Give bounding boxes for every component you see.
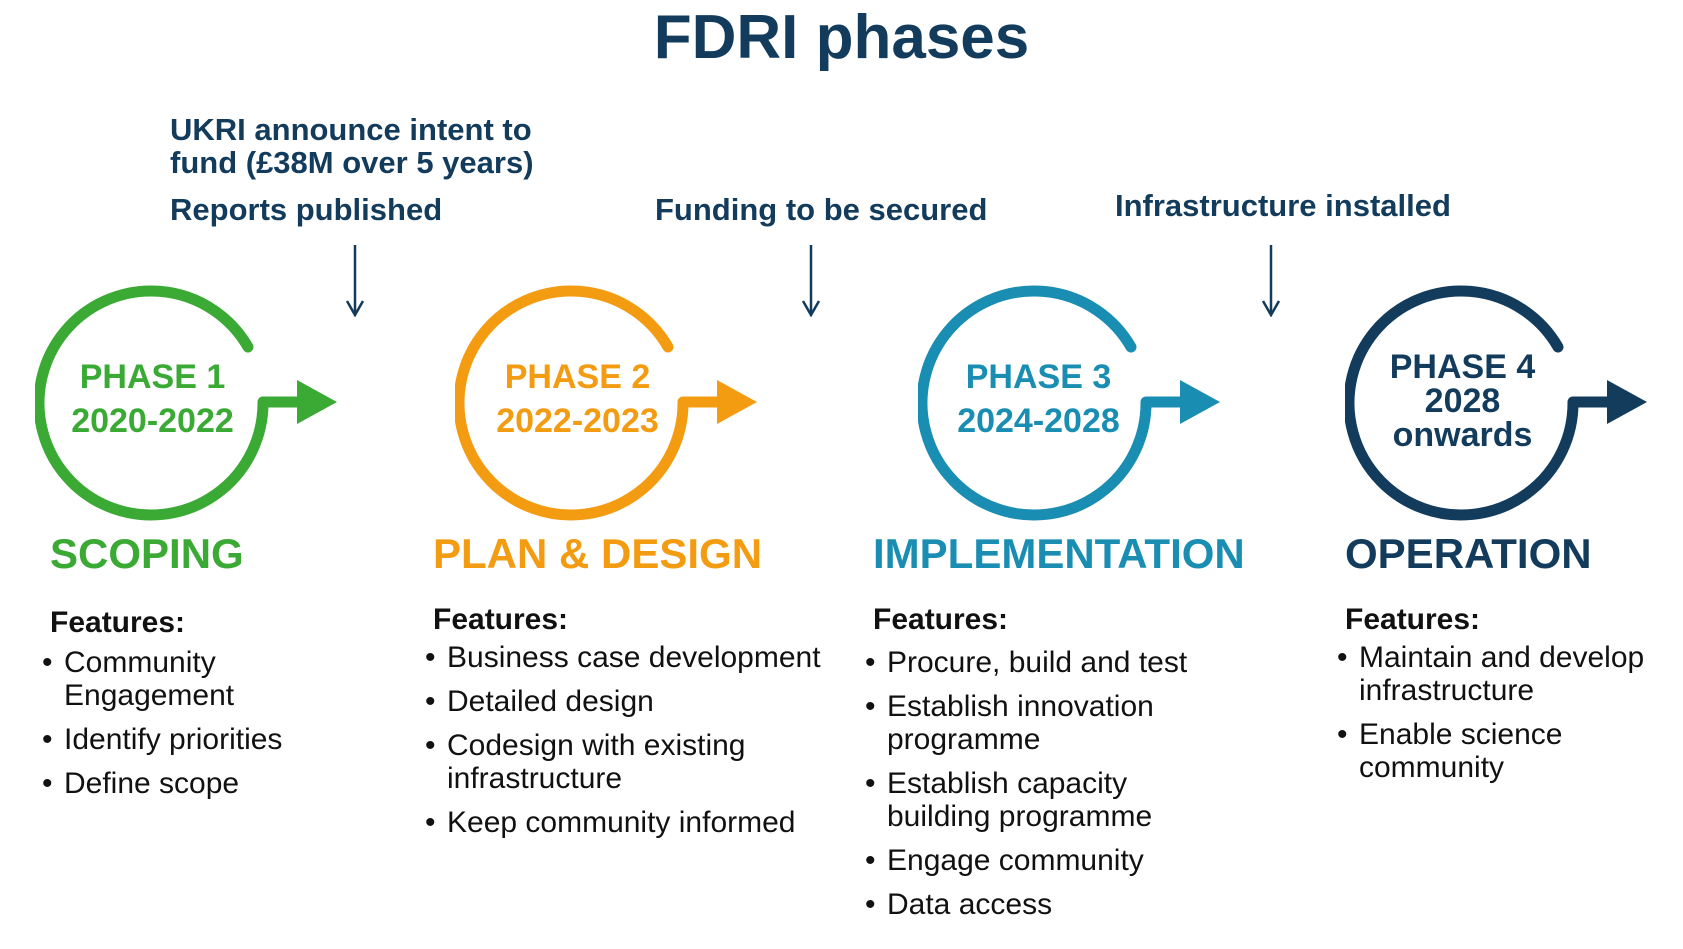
phase-3-ring-text: PHASE 3 2024-2028 xyxy=(926,355,1151,443)
list-item: Define scope xyxy=(42,767,342,800)
phase-1-name: SCOPING xyxy=(50,530,244,577)
phase-2-years: 2022-2023 xyxy=(496,402,659,440)
list-item: Codesign with existing infrastructure xyxy=(425,729,825,795)
list-item: Data access xyxy=(865,888,1235,921)
list-item: Keep community informed xyxy=(425,806,825,839)
page-title: FDRI phases xyxy=(653,3,1030,72)
phase-4: PHASE 4 2028 onwards xyxy=(1345,280,1683,530)
phase-3-name: IMPLEMENTATION xyxy=(873,530,1245,577)
phase-4-label: PHASE 4 xyxy=(1389,348,1536,386)
phase-4-extra: onwards xyxy=(1392,416,1533,454)
list-item: Detailed design xyxy=(425,685,825,718)
milestone-ukri-line1: UKRI announce intent to xyxy=(170,112,532,147)
phase-3-features: Procure, build and test Establish innova… xyxy=(865,646,1235,932)
phase-4-features: Maintain and develop infrastructure Enab… xyxy=(1337,641,1667,795)
phase-3-years: 2024-2028 xyxy=(957,402,1120,440)
list-item: Engage community xyxy=(865,844,1235,877)
cycle-arrow-icon xyxy=(455,285,757,521)
phase-2-features-heading: Features: xyxy=(433,603,569,636)
phase-3-features-heading: Features: xyxy=(873,603,1009,636)
phase-4-name: OPERATION xyxy=(1345,530,1592,577)
phase-2-name: PLAN & DESIGN xyxy=(433,530,763,577)
list-item: Procure, build and test xyxy=(865,646,1235,679)
cycle-arrow-icon xyxy=(1345,285,1647,521)
phase-1-years: 2020-2022 xyxy=(71,402,234,440)
phase-1-ring-text: PHASE 1 2020-2022 xyxy=(45,355,260,443)
phase-4-years: 2028 xyxy=(1424,382,1501,420)
list-item: Community Engagement xyxy=(42,646,342,712)
list-item: Establish innovation programme xyxy=(865,690,1235,756)
phase-3: PHASE 3 2024-2028 xyxy=(918,280,1258,530)
milestone-reports-published: Reports published xyxy=(170,192,443,227)
cycle-arrow-icon xyxy=(918,285,1220,521)
phase-1-features: Community Engagement Identify priorities… xyxy=(42,646,342,811)
list-item: Maintain and develop infrastructure xyxy=(1337,641,1667,707)
milestone-infrastructure: Infrastructure installed xyxy=(1115,188,1451,223)
phase-1: PHASE 1 2020-2022 xyxy=(35,280,375,530)
phase-2-label: PHASE 2 xyxy=(504,358,651,396)
list-item: Establish capacity building programme xyxy=(865,767,1235,833)
milestone-arrow-down-icon xyxy=(801,245,821,317)
phase-4-ring-text: PHASE 4 2028 onwards xyxy=(1355,350,1570,452)
milestone-arrow-down-icon xyxy=(345,245,365,317)
milestone-arrow-down-icon xyxy=(1261,245,1281,317)
milestone-funding: Funding to be secured xyxy=(655,192,988,227)
cycle-arrow-icon xyxy=(35,285,337,521)
phase-1-features-heading: Features: xyxy=(50,606,186,639)
phase-3-label: PHASE 3 xyxy=(965,358,1112,396)
phase-2: PHASE 2 2022-2023 xyxy=(455,280,795,530)
list-item: Business case development xyxy=(425,641,825,674)
phase-2-ring-text: PHASE 2 2022-2023 xyxy=(465,355,690,443)
list-item: Enable science community xyxy=(1337,718,1667,784)
phase-2-features: Business case development Detailed desig… xyxy=(425,641,825,850)
milestone-ukri-line2: fund (£38M over 5 years) xyxy=(170,145,534,180)
phase-4-features-heading: Features: xyxy=(1345,603,1481,636)
list-item: Identify priorities xyxy=(42,723,342,756)
phase-1-label: PHASE 1 xyxy=(79,358,226,396)
